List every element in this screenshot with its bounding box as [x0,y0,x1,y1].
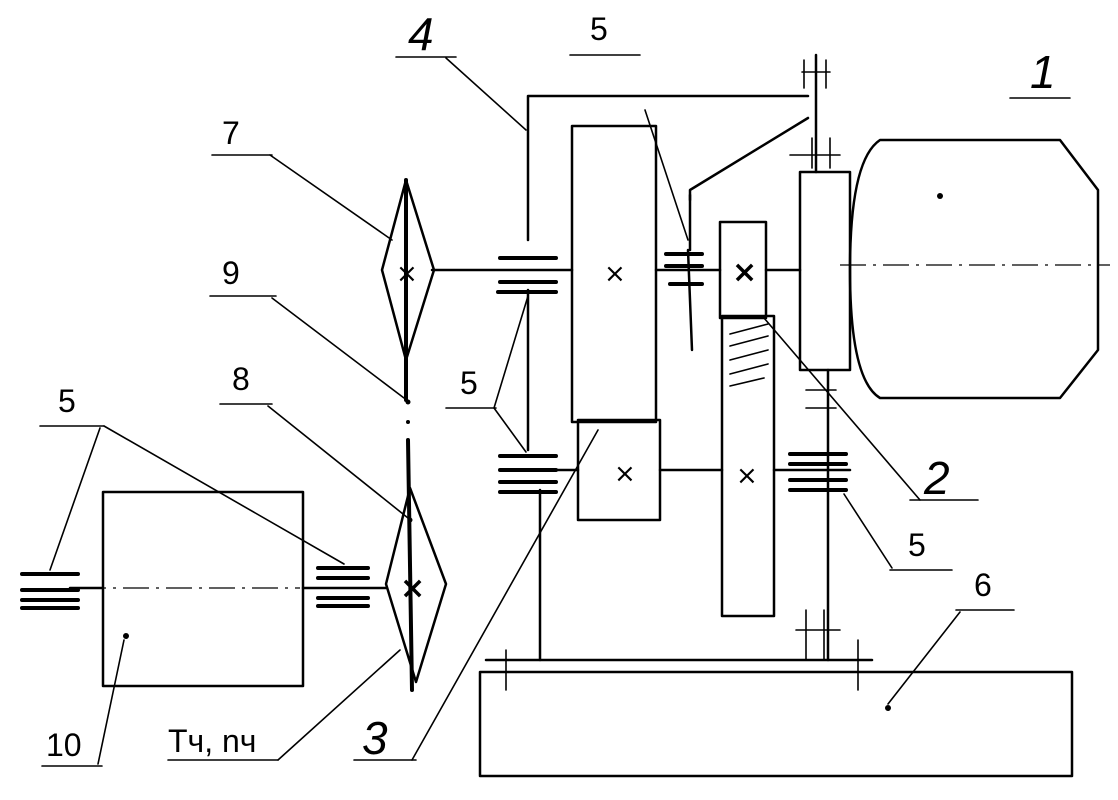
svg-text:7: 7 [222,115,240,151]
svg-text:2: 2 [923,452,950,504]
label-7: 7 [211,115,393,241]
label-2: 2 [763,317,979,504]
svg-text:3: 3 [362,712,388,764]
sprocket-center-mark: × [400,571,425,606]
label-5-top: 5 [569,11,689,241]
label-5-left-housing: 5 [445,295,529,453]
gear-large-left: × [570,124,658,424]
svg-text:8: 8 [232,361,250,397]
shafts [430,248,852,472]
gear-small-left: × [576,418,662,522]
svg-text:1: 1 [1030,46,1056,98]
chain [404,178,414,692]
gear-small-right: × [718,220,768,320]
bearing-lower-right [788,452,848,492]
svg-text:5: 5 [590,11,608,47]
bearing-lower-left [498,454,558,494]
electric-motor [798,138,1110,400]
reducer-housing [526,94,837,662]
svg-text:9: 9 [222,255,240,291]
svg-text:5: 5 [460,365,478,401]
bearing-machine-right [316,566,370,608]
label-3: 3 [353,429,599,764]
gear-center-mark: × [614,459,636,489]
motor-flange-bolts [789,53,841,174]
base-frame [478,609,1074,778]
svg-text:Tч, nч: Tч, nч [168,723,256,759]
label-8: 8 [219,361,409,519]
svg-text:5: 5 [908,527,926,563]
label-10: 10 [41,639,125,767]
svg-text:6: 6 [974,567,992,603]
sprocket-lower: × [384,486,448,684]
label-5-right-housing: 5 [843,493,953,571]
label-torque-speed: Tч, nч [167,649,401,761]
label-4: 4 [395,8,527,131]
label-5-machine: 5 [39,383,345,571]
gear-large-right: × [720,314,776,618]
gear-center-mark: × [604,259,626,289]
label-1: 1 [1009,46,1071,99]
bearing-mid-shaft [664,252,704,286]
gear-center-mark: × [732,255,757,290]
svg-text:4: 4 [408,8,434,60]
bearing-machine-left [20,572,80,610]
bearing-input-shaft [496,256,558,294]
svg-text:5: 5 [58,383,76,419]
label-6: 6 [887,567,1015,705]
gear-center-mark: × [736,461,758,491]
working-machine [68,490,388,688]
svg-text:10: 10 [46,727,82,763]
label-9: 9 [209,255,405,399]
